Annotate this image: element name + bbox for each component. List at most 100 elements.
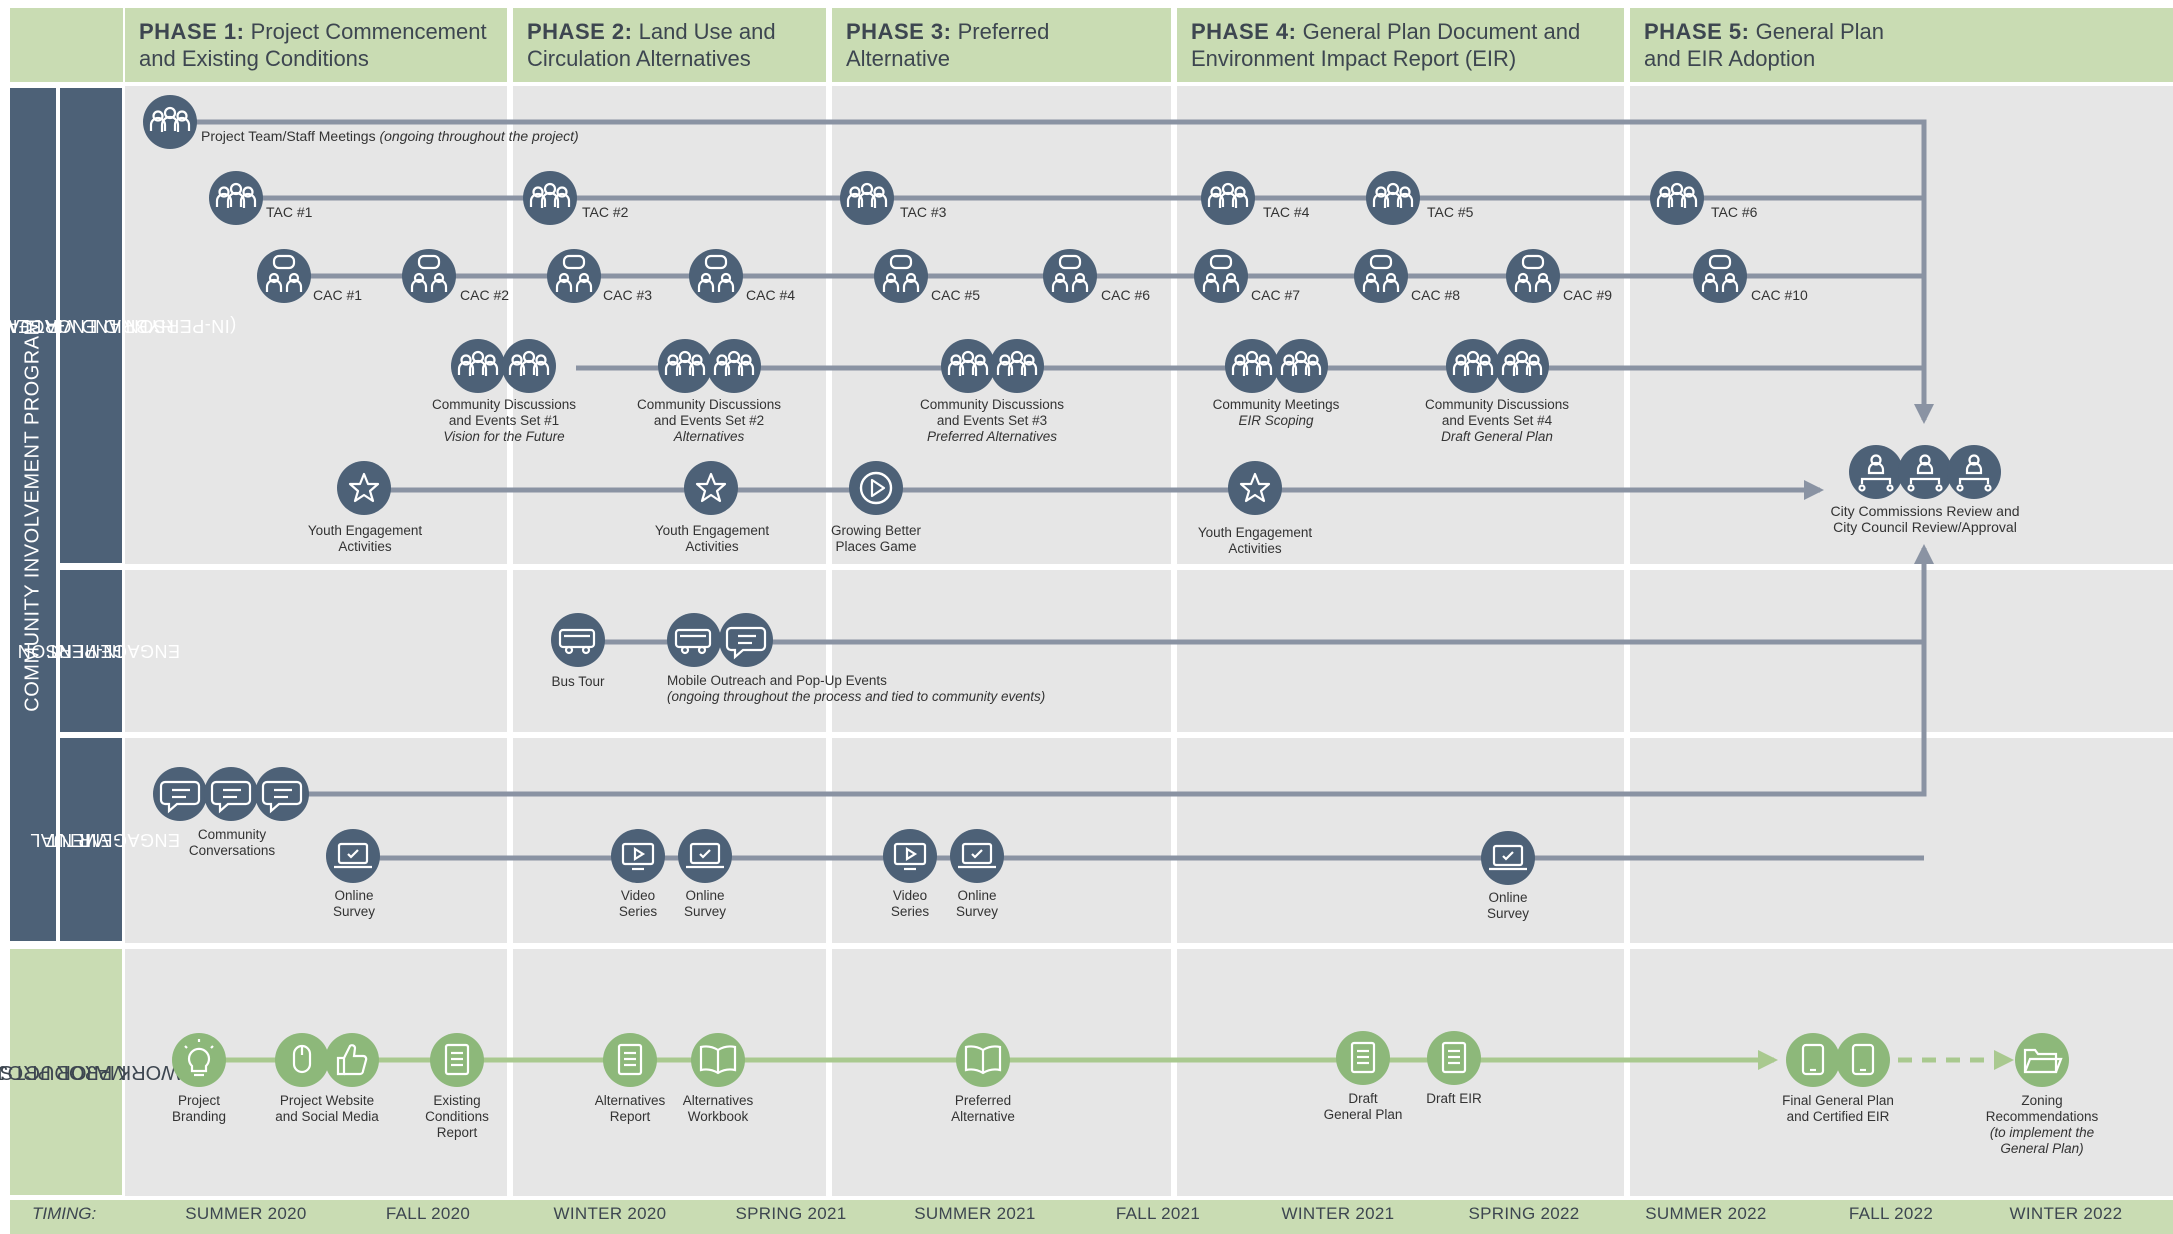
timing-season: SUMMER 2020 — [185, 1204, 307, 1223]
lightbulb-icon — [172, 1033, 226, 1087]
bus-tour-label: Bus Tour — [551, 674, 605, 689]
timing-bar — [10, 1200, 2173, 1234]
star-icon — [1228, 461, 1282, 515]
report-icon — [603, 1033, 657, 1087]
row-divider — [0, 943, 2173, 949]
council-review-icon — [1849, 445, 2001, 499]
cac-icon — [1693, 249, 1747, 303]
star-icon — [337, 461, 391, 515]
book-icon — [956, 1033, 1010, 1087]
report-icon — [430, 1033, 484, 1087]
cac-icon — [1194, 249, 1248, 303]
team-meeting-icon — [143, 95, 197, 149]
community-events-icon — [658, 339, 761, 393]
video-icon — [883, 829, 937, 883]
timing-season: WINTER 2021 — [1281, 1204, 1395, 1223]
tac-icon — [840, 171, 894, 225]
cac-label: CAC #5 — [931, 287, 981, 303]
phase-number: PHASE 5: — [1644, 19, 1750, 44]
tac-label: TAC #1 — [266, 204, 313, 220]
product-label: Draft EIR — [1426, 1091, 1482, 1106]
community-events-icon — [1225, 339, 1328, 393]
tac-icon — [1201, 171, 1255, 225]
tac-label: TAC #2 — [582, 204, 629, 220]
community-events-icon — [451, 339, 556, 393]
folder-icon — [2015, 1033, 2069, 1087]
tac-label: TAC #5 — [1427, 204, 1474, 220]
mobile-outreach-icon — [667, 613, 773, 667]
website-social-icon — [275, 1033, 379, 1087]
tac-icon — [1650, 171, 1704, 225]
phase-number: PHASE 4: — [1191, 19, 1297, 44]
mobile-outreach-label: Mobile Outreach and Pop-Up Events(ongoin… — [667, 673, 1046, 704]
timing-season: FALL 2020 — [385, 1204, 471, 1223]
cac-label: CAC #9 — [1563, 287, 1613, 303]
hybrid-engagement-label: HYBRID ENGAGEMENT(IN-PERSON AND VIRTUAL) — [0, 88, 236, 563]
community-events-icon — [941, 339, 1044, 393]
play-icon — [849, 461, 903, 515]
cac-icon — [1506, 249, 1560, 303]
cac-label: CAC #2 — [460, 287, 510, 303]
inperson-line — [578, 544, 1934, 645]
timing-label: TIMING: — [32, 1204, 97, 1223]
timing-season: WINTER 2020 — [553, 1204, 667, 1223]
conversation-icon — [153, 767, 309, 821]
timing-season: SPRING 2022 — [1468, 1204, 1580, 1223]
row-divider — [60, 732, 2173, 738]
tac-icon — [209, 171, 263, 225]
workbook-icon — [691, 1033, 745, 1087]
timing-season: FALL 2022 — [1848, 1204, 1934, 1223]
report-icon — [1336, 1031, 1390, 1085]
header-corner — [10, 8, 123, 82]
community-involvement-label: COMMUNITY INVOLVEMENT PROGRAM — [10, 88, 56, 941]
timing-season: SUMMER 2022 — [1645, 1204, 1767, 1223]
cac-label: CAC #4 — [746, 287, 796, 303]
phase-number: PHASE 2: — [527, 19, 633, 44]
cac-label: CAC #10 — [1751, 287, 1808, 303]
tac-icon — [523, 171, 577, 225]
timing-season: WINTER 2022 — [2009, 1204, 2123, 1223]
timing-season: FALL 2021 — [1115, 1204, 1201, 1223]
row-divider — [60, 564, 2173, 570]
phase-number: PHASE 3: — [846, 19, 952, 44]
report-icon — [1427, 1031, 1481, 1085]
tac-label: TAC #3 — [900, 204, 947, 220]
cac-label: CAC #1 — [313, 287, 363, 303]
work-products-label: MAJOR PROJECTWORK PRODUCTS — [0, 949, 180, 1195]
laptop-icon — [326, 829, 380, 883]
cac-label: CAC #6 — [1101, 287, 1151, 303]
cac-label: CAC #7 — [1251, 287, 1301, 303]
tac-label: TAC #6 — [1711, 204, 1758, 220]
laptop-icon — [1481, 831, 1535, 885]
cac-icon — [874, 249, 928, 303]
tac-label: TAC #4 — [1263, 204, 1310, 220]
cac-icon — [257, 249, 311, 303]
timing-season: SUMMER 2021 — [914, 1204, 1036, 1223]
